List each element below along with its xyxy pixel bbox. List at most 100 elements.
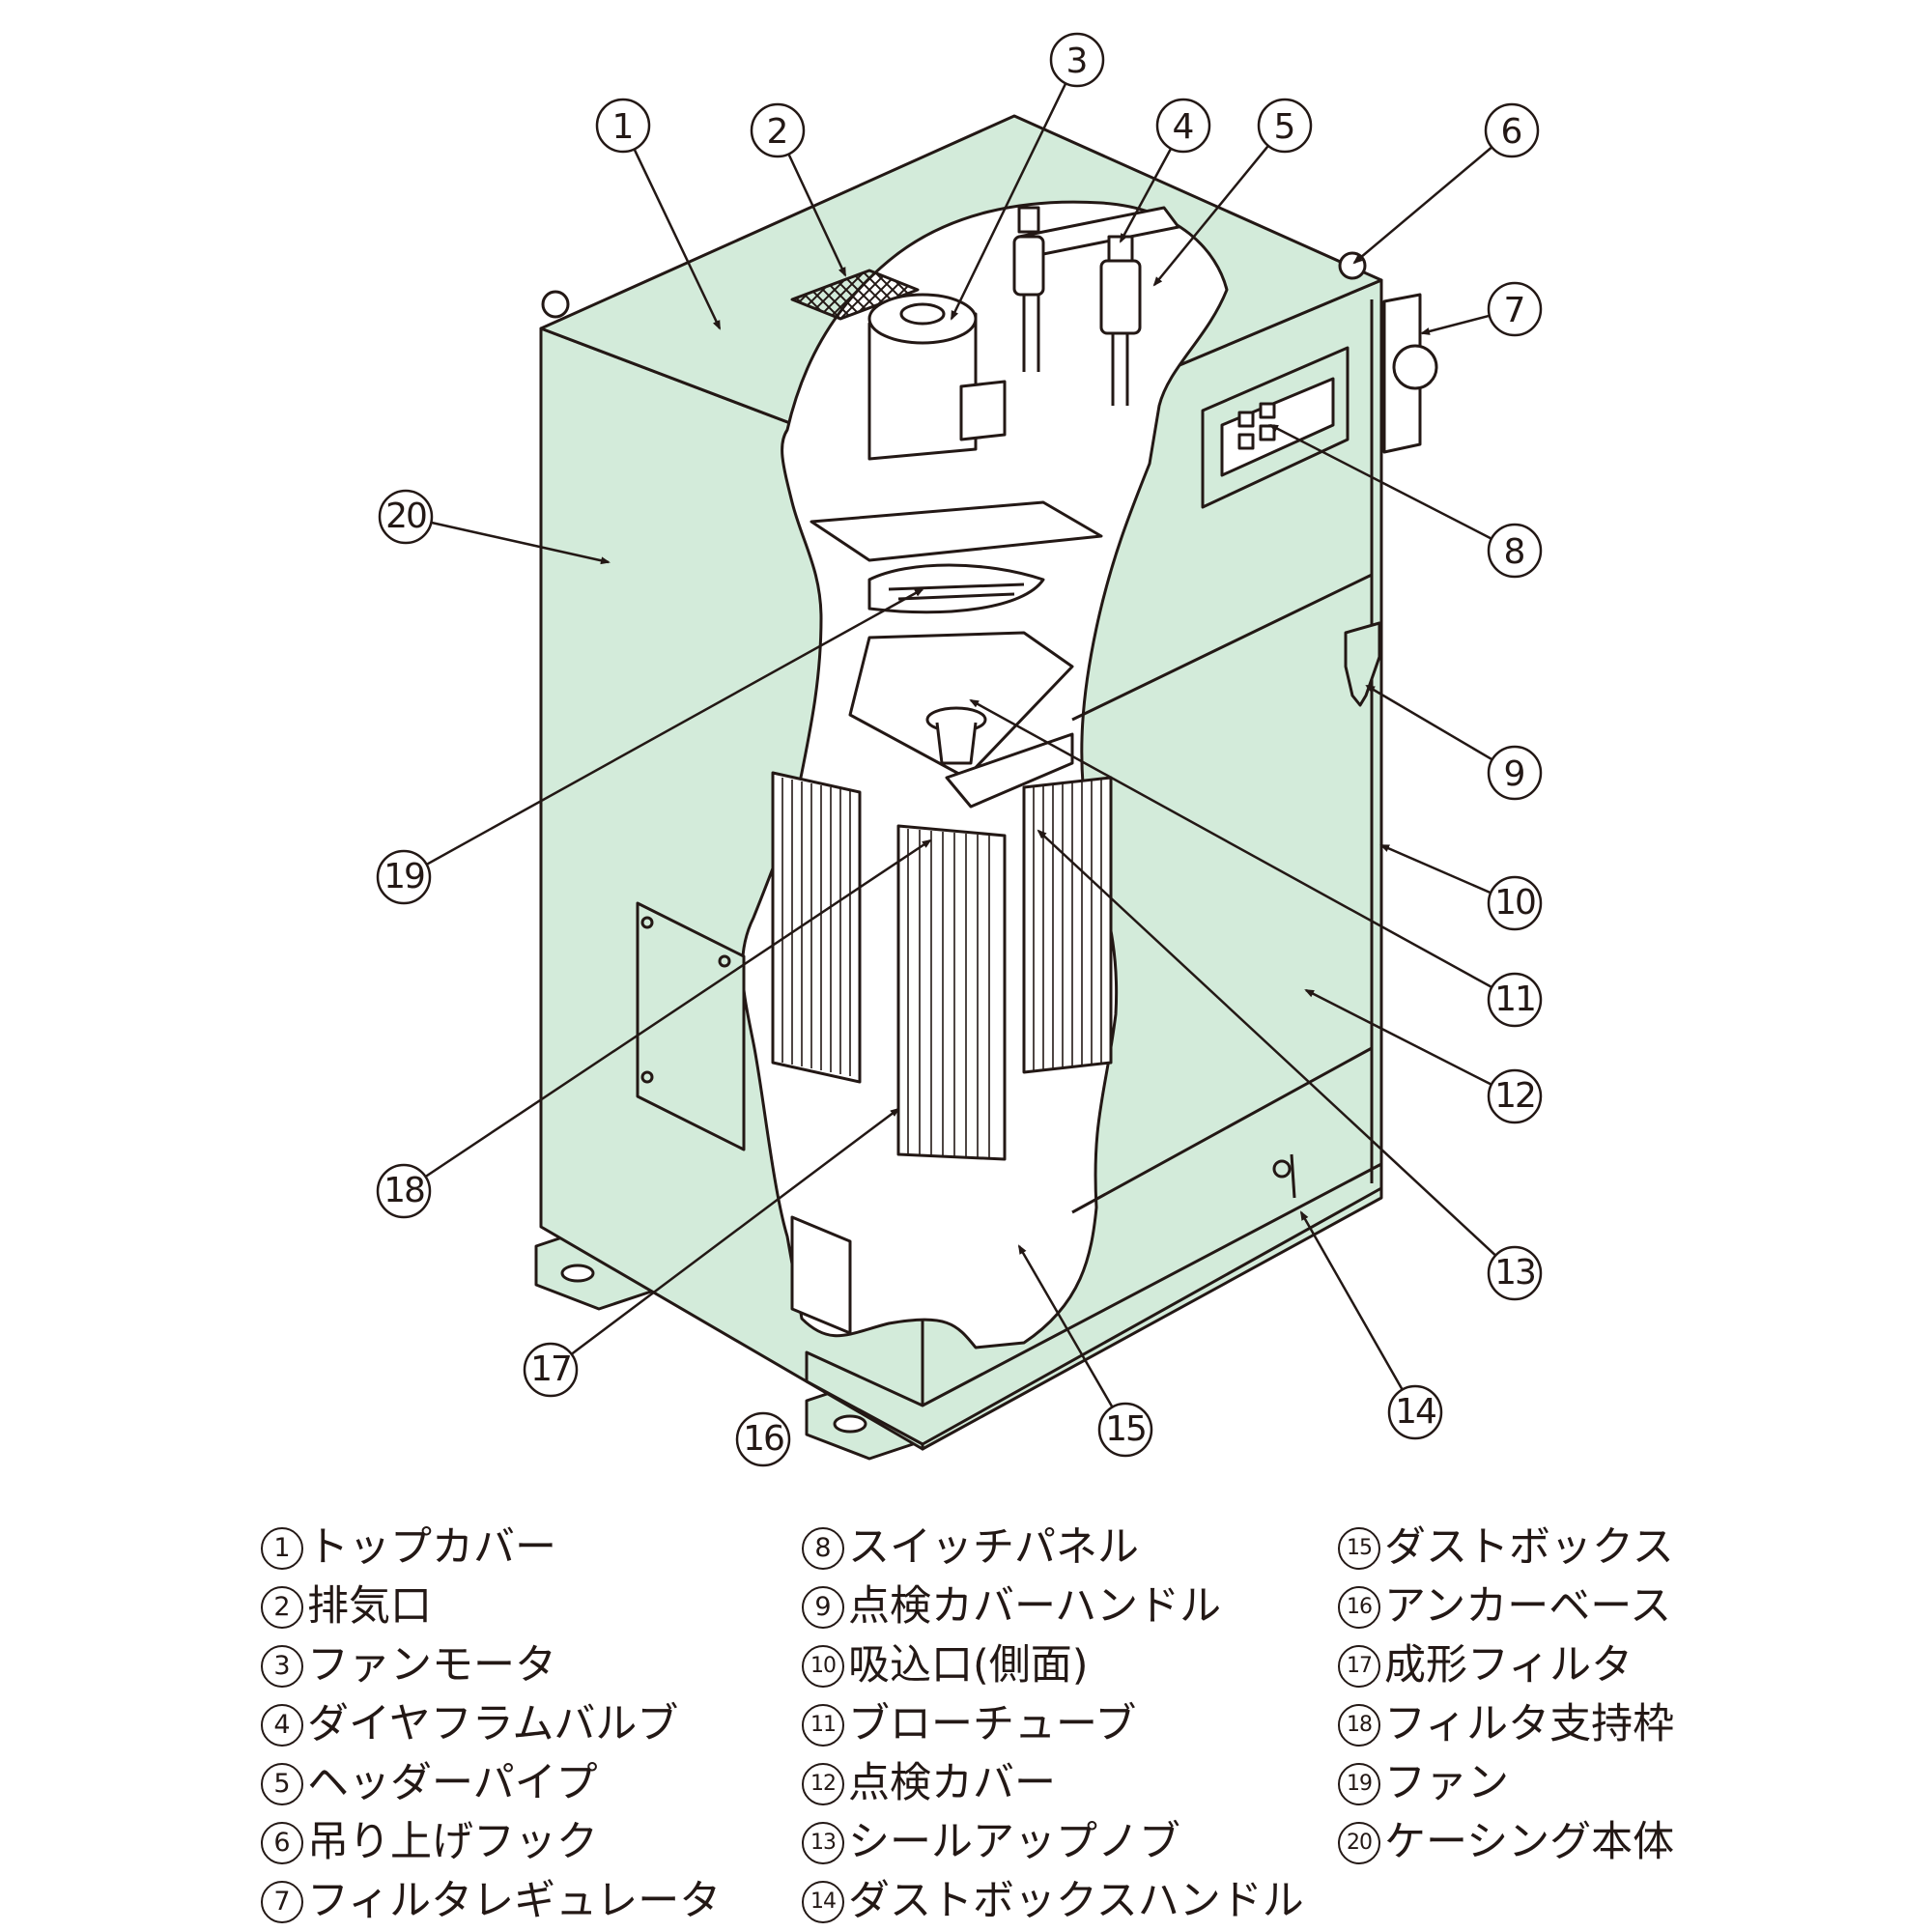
legend-label-6: 吊り上げフック: [307, 1818, 598, 1866]
legend-number-12: 12: [802, 1762, 844, 1805]
callout-circle-6: [1484, 102, 1540, 158]
legend-number-7: 7: [261, 1880, 303, 1923]
filter-frame: [848, 631, 1074, 809]
legend-number-3: 3: [261, 1644, 303, 1688]
callout-leader-15: [1017, 1244, 1114, 1407]
legend-label-3: ファンモータ: [307, 1641, 556, 1690]
legend-label-13: シールアップノブ: [848, 1818, 1180, 1866]
callout-leader-13: [1037, 829, 1496, 1256]
legend-label-1: トップカバー: [307, 1523, 556, 1572]
callout-number-2: 2: [767, 112, 789, 152]
legend-label-20: ケーシング本体: [1384, 1818, 1675, 1866]
callout-leader-17: [571, 1107, 900, 1355]
callout-number-19: 19: [384, 857, 424, 896]
callout-circle-10: [1487, 875, 1543, 931]
callout-leader-3: [950, 83, 1066, 321]
callout-leader-1: [633, 149, 722, 330]
legend-label-7: フィルタレギュレータ: [307, 1877, 722, 1925]
callout-number-6: 6: [1501, 112, 1523, 152]
legend-number-10: 10: [802, 1644, 844, 1688]
callout-circle-13: [1487, 1245, 1543, 1301]
legend-number-14: 14: [802, 1880, 844, 1923]
callout-leader-5: [1152, 145, 1269, 287]
legend-number-18: 18: [1338, 1703, 1380, 1747]
callout-circle-15: [1097, 1402, 1153, 1458]
callout-circle-11: [1487, 972, 1543, 1028]
legend-number-17: 17: [1338, 1644, 1380, 1688]
callout-number-11: 11: [1494, 980, 1535, 1019]
callout-leader-12: [1304, 988, 1492, 1086]
legend-label-11: ブローチューブ: [848, 1700, 1137, 1748]
callout-number-10: 10: [1494, 883, 1535, 923]
callout-number-3: 3: [1066, 42, 1089, 81]
legend-label-18: フィルタ支持枠: [1384, 1700, 1675, 1748]
callout-leader-18: [425, 838, 932, 1178]
legend-number-2: 2: [261, 1585, 303, 1629]
callout-number-5: 5: [1274, 107, 1296, 147]
dust-box-handle: [1272, 1153, 1296, 1199]
legend-number-20: 20: [1338, 1821, 1380, 1864]
callout-leader-2: [787, 154, 847, 277]
callout-leader-7: [1420, 314, 1490, 335]
callout-leader-19: [426, 587, 924, 866]
callout-leader-20: [432, 521, 611, 565]
legend-number-11: 11: [802, 1703, 844, 1747]
callout-leader-10: [1379, 843, 1491, 894]
callout-circle-17: [523, 1342, 579, 1398]
callout-circle-4: [1155, 98, 1211, 154]
callout-leader-6: [1352, 147, 1492, 265]
callout-circle-12: [1487, 1068, 1543, 1124]
legend-label-4: ダイヤフラムバルブ: [307, 1700, 679, 1748]
legend-label-17: 成形フィルタ: [1384, 1641, 1634, 1690]
filter-regulator: [1382, 293, 1438, 454]
callout-circle-18: [376, 1163, 432, 1219]
legend-number-5: 5: [261, 1762, 303, 1805]
callout-number-9: 9: [1504, 754, 1526, 794]
callout-number-13: 13: [1494, 1253, 1535, 1293]
legend-number-9: 9: [802, 1585, 844, 1629]
legend-number-15: 15: [1338, 1526, 1380, 1570]
callout-number-1: 1: [612, 107, 635, 147]
callout-circle-14: [1387, 1384, 1443, 1440]
callout-leader-9: [1365, 684, 1492, 760]
callout-number-15: 15: [1105, 1409, 1146, 1449]
callout-leader-14: [1299, 1210, 1404, 1390]
legend-number-4: 4: [261, 1703, 303, 1747]
legend-label-14: ダストボックスハンドル: [848, 1877, 1304, 1925]
callout-circle-2: [750, 102, 806, 158]
exhaust-grille: [790, 269, 920, 321]
callout-circle-19: [376, 849, 432, 905]
callout-circle-8: [1487, 523, 1543, 579]
callout-number-14: 14: [1395, 1392, 1435, 1432]
legend-label-12: 点検カバー: [848, 1759, 1056, 1807]
callout-circle-5: [1257, 98, 1313, 154]
fan-motor: [867, 293, 1007, 461]
callout-circle-9: [1487, 745, 1543, 801]
legend-number-1: 1: [261, 1526, 303, 1570]
legend-number-16: 16: [1338, 1585, 1380, 1629]
inspection-cover-handle: [1344, 621, 1381, 707]
side-inlet-plate: [636, 901, 746, 1151]
callout-number-7: 7: [1504, 291, 1526, 330]
legend-label-10: 吸込口(側面): [848, 1641, 1089, 1690]
legend-label-9: 点検カバーハンドル: [848, 1582, 1222, 1631]
legend-label-2: 排気口: [307, 1582, 432, 1631]
fan: [810, 500, 1103, 614]
legend-number-13: 13: [802, 1821, 844, 1864]
callout-number-20: 20: [385, 497, 426, 536]
